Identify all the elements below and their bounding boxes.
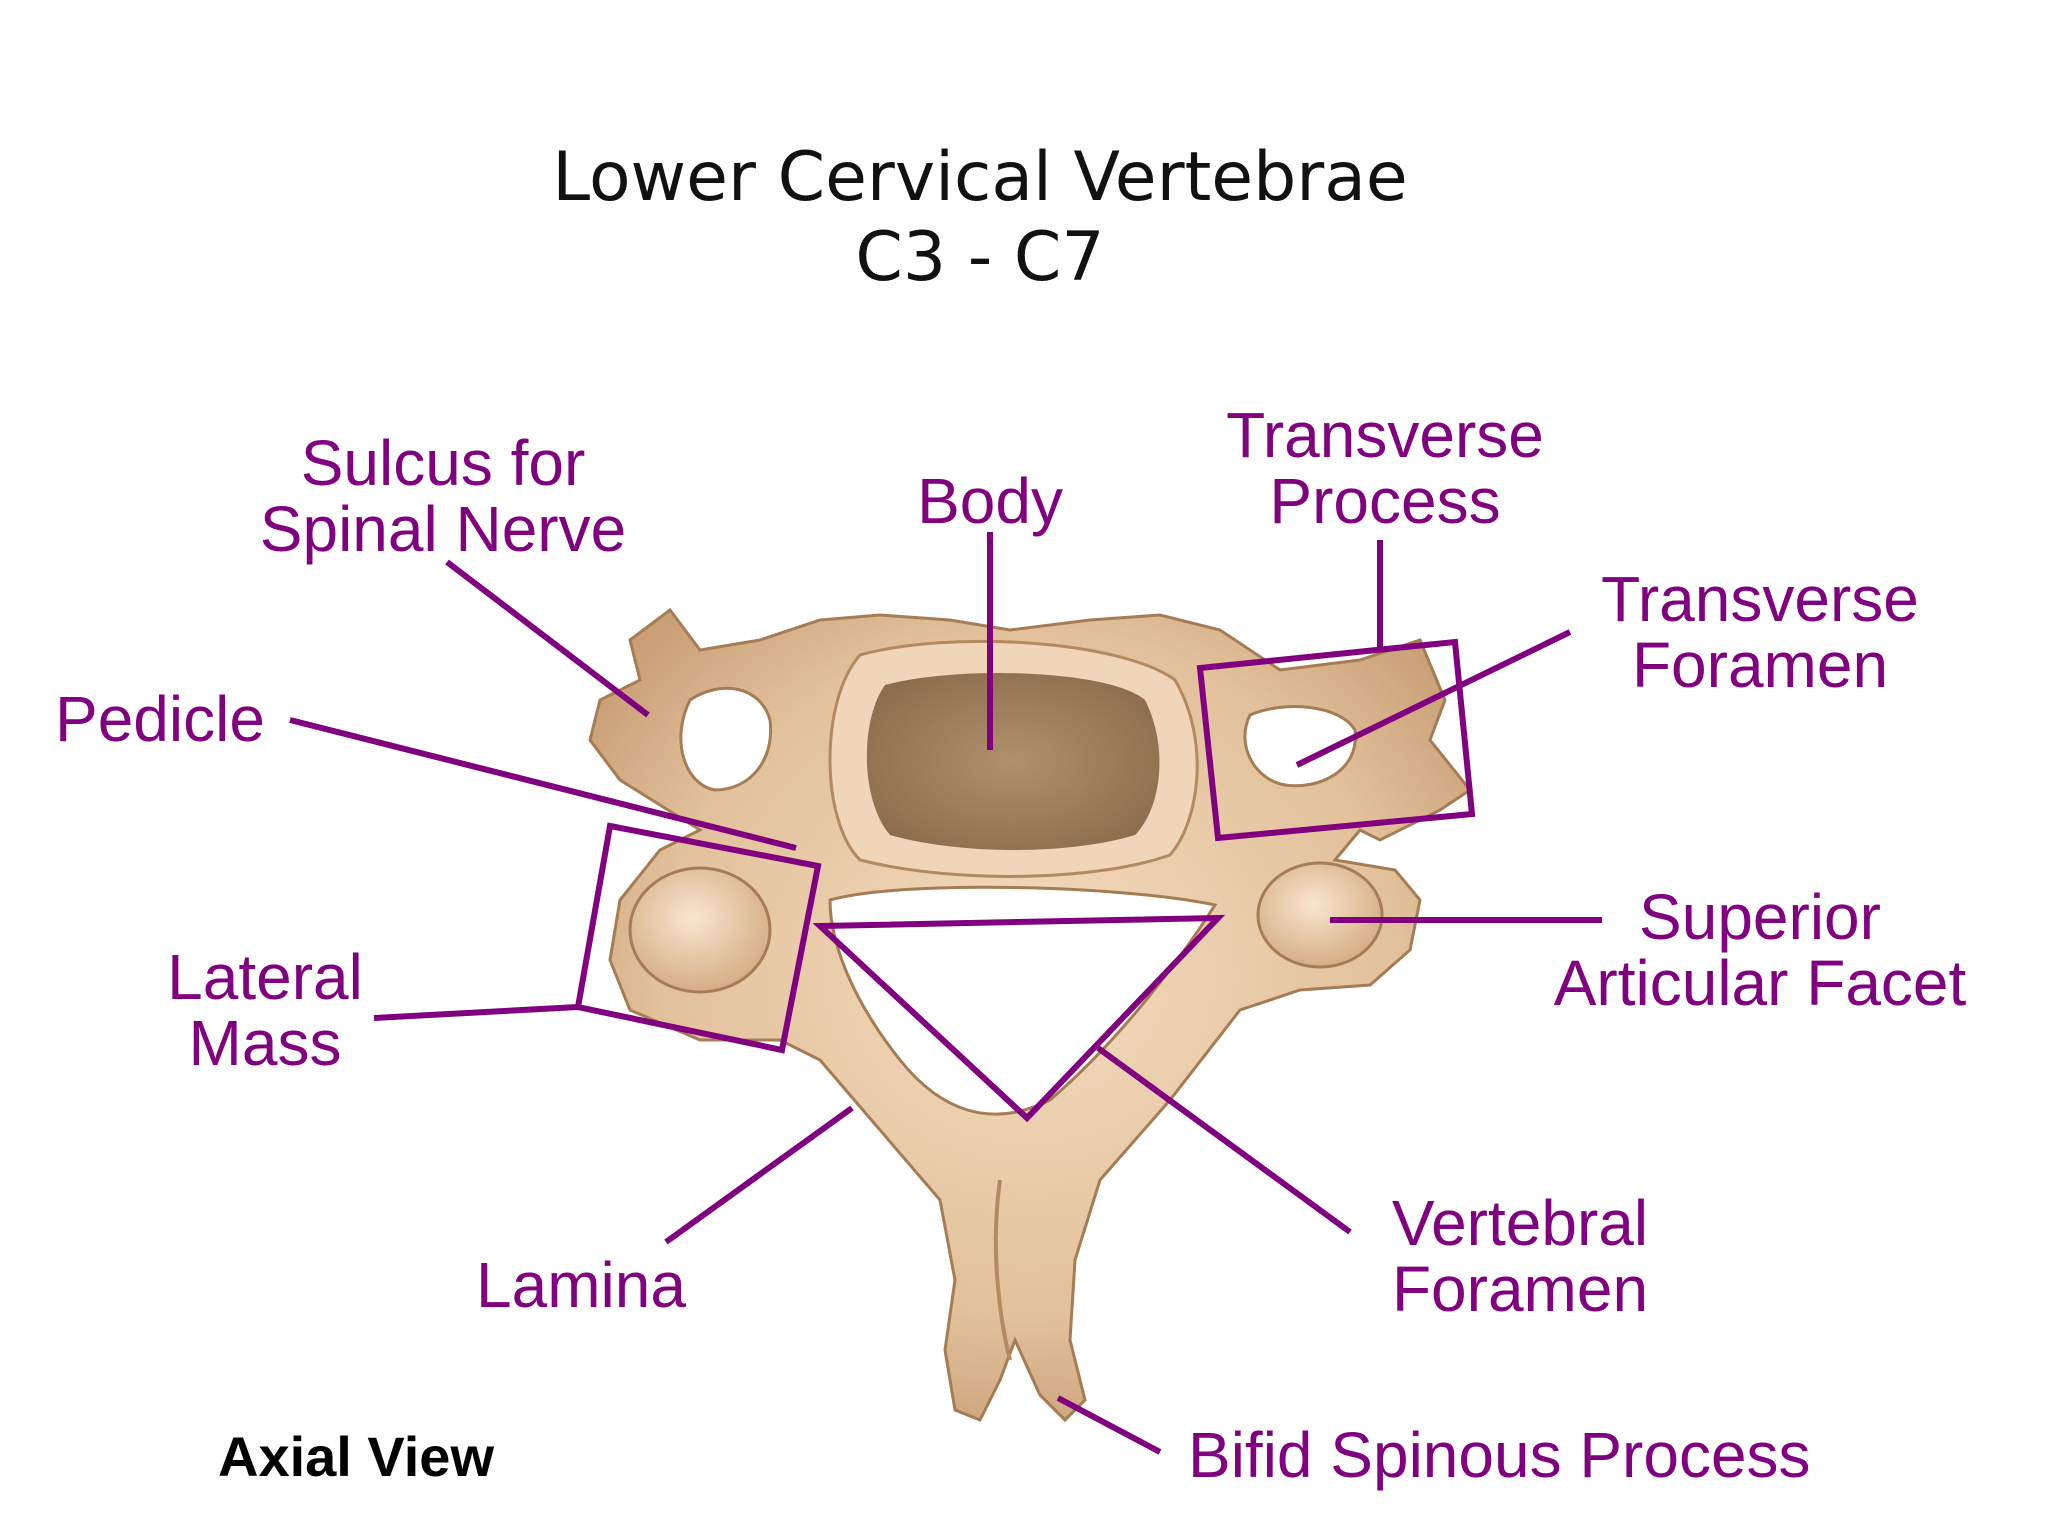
right-transverse-foramen-hole bbox=[1243, 705, 1357, 788]
label-transverse-process: Transverse Process bbox=[1200, 402, 1570, 534]
label-bifid-spinous-process: Bifid Spinous Process bbox=[1188, 1419, 1811, 1491]
label-body: Body bbox=[917, 465, 1063, 537]
leader-sulcus bbox=[445, 559, 650, 718]
axial-view-caption: Axial View bbox=[218, 1425, 495, 1488]
label-lateral-mass-line-1: Lateral bbox=[167, 941, 363, 1013]
diagram-title-line-1: Lower Cervical Vertebrae bbox=[552, 138, 1408, 217]
transverse-process-box bbox=[1196, 638, 1476, 842]
label-superior-articular-facet-line-1: Superior bbox=[1639, 881, 1881, 953]
leader-bifid-spinous-process bbox=[1056, 1395, 1162, 1455]
label-sulcus-line-1: Sulcus for bbox=[300, 427, 586, 499]
label-vertebral-foramen-line-1: Vertebral bbox=[1391, 1187, 1649, 1259]
vertebral-body-cancellous bbox=[866, 673, 1160, 850]
leader-lateral-mass bbox=[373, 1004, 579, 1021]
label-lamina: Lamina bbox=[476, 1249, 686, 1321]
leader-vertebral-foramen bbox=[1096, 1045, 1352, 1235]
label-superior-articular-facet-line-2: Articular Facet bbox=[1553, 947, 1967, 1019]
label-transverse-foramen-line-2: Foramen bbox=[1631, 629, 1889, 701]
label-sulcus-line-2: Spinal Nerve bbox=[259, 493, 627, 565]
label-vertebral-foramen-line-2: Foramen bbox=[1391, 1253, 1649, 1325]
vertebral-foramen-triangle bbox=[812, 914, 1226, 1123]
label-sulcus-for-spinal-nerve: Sulcus for Spinal Nerve bbox=[248, 430, 638, 562]
label-transverse-foramen: Transverse Foramen bbox=[1580, 566, 1940, 698]
label-lateral-mass: Lateral Mass bbox=[140, 944, 390, 1076]
spinous-process-shading bbox=[993, 1179, 1012, 1361]
label-lateral-mass-line-2: Mass bbox=[188, 1007, 342, 1079]
label-vertebral-foramen: Vertebral Foramen bbox=[1370, 1190, 1670, 1322]
diagram-title-line-2: C3 - C7 bbox=[855, 218, 1105, 297]
left-articular-facet bbox=[628, 866, 772, 994]
lateral-mass-box bbox=[574, 822, 822, 1054]
label-transverse-process-line-2: Process bbox=[1269, 465, 1501, 537]
leader-pedicle bbox=[289, 717, 797, 851]
leader-lamina bbox=[664, 1105, 854, 1245]
leader-transverse-foramen bbox=[1295, 629, 1572, 768]
label-transverse-foramen-line-1: Transverse bbox=[1601, 563, 1919, 635]
label-superior-articular-facet: Superior Articular Facet bbox=[1530, 884, 1990, 1016]
right-superior-articular-facet bbox=[1256, 861, 1384, 969]
label-transverse-process-line-1: Transverse bbox=[1226, 399, 1544, 471]
vertebral-foramen-canal bbox=[828, 885, 1218, 1116]
label-pedicle: Pedicle bbox=[55, 683, 265, 755]
left-transverse-foramen-hole bbox=[679, 686, 773, 792]
